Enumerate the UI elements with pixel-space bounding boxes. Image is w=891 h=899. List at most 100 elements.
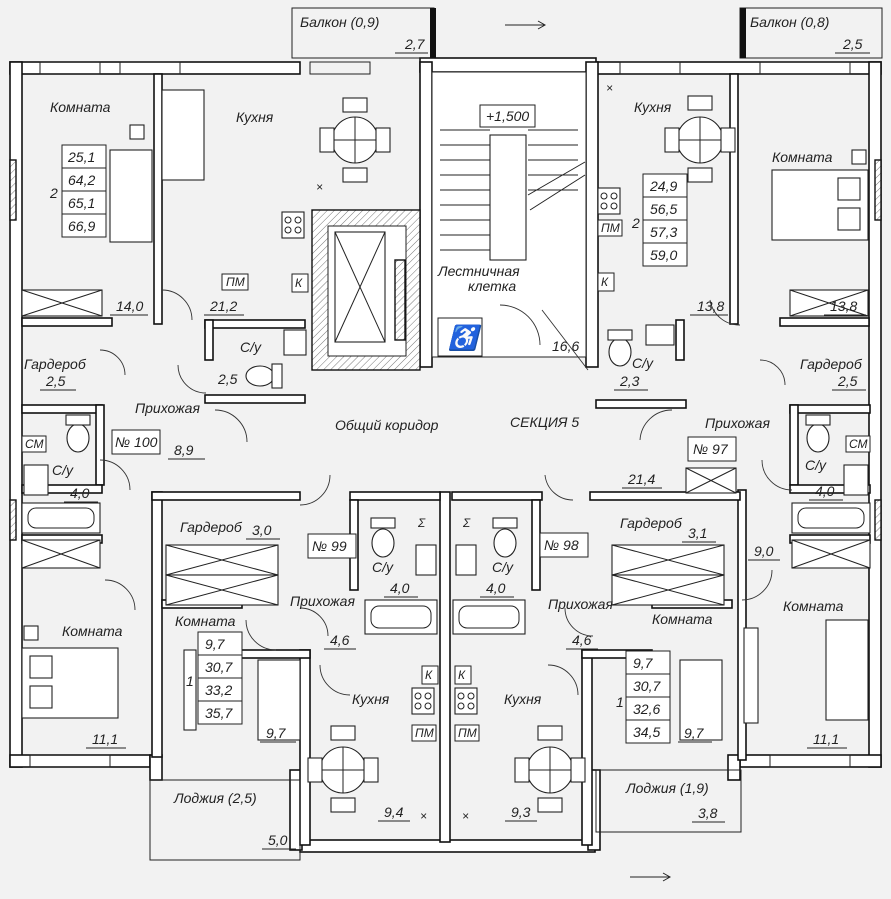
balcony-left-area: 2,7 bbox=[404, 36, 426, 52]
a100-room-bottom-area: 11,1 bbox=[92, 731, 118, 747]
a98-total-3: 32,6 bbox=[633, 701, 660, 717]
a98-wardrobe-label: Гардероб bbox=[620, 515, 683, 531]
a100-total-2: 64,2 bbox=[68, 172, 95, 188]
furniture bbox=[21, 89, 871, 813]
k-label: К bbox=[601, 275, 609, 289]
a98-kitchen-label: Кухня bbox=[504, 691, 542, 707]
a97-bath-area: 4,0 bbox=[815, 483, 835, 499]
sigma-mark: Σ bbox=[417, 516, 426, 530]
a100-hall-area: 8,9 bbox=[174, 442, 194, 458]
a99-room-area: 9,7 bbox=[266, 725, 287, 741]
k-label: К bbox=[425, 668, 433, 682]
balcony-right-label: Балкон (0,8) bbox=[750, 14, 829, 30]
loggia-left: Лоджия (2,5) 5,0 bbox=[149, 779, 301, 861]
a100-wc-area: 2,5 bbox=[217, 371, 238, 387]
a99-kitchen-label: Кухня bbox=[352, 691, 390, 707]
a98-wc-label: С/у bbox=[492, 559, 514, 575]
a98-total-4: 34,5 bbox=[633, 724, 660, 740]
a98-room-area: 9,7 bbox=[684, 725, 705, 741]
a97-wc-area: 2,3 bbox=[619, 373, 640, 389]
stair-label-line1: Лестничная bbox=[437, 263, 520, 279]
apartment-100: Комната 2 25,1 64,2 65,1 66,9 14,0 Кухня… bbox=[24, 99, 274, 749]
staircase: +1,500 Лестничная клетка ♿ 16,6 bbox=[431, 71, 589, 371]
a99-number: № 99 bbox=[312, 538, 347, 554]
a97-room-bottom-area: 11,1 bbox=[813, 731, 839, 747]
a97-bath-label: С/у bbox=[805, 457, 827, 473]
apartment-98: Гардероб 3,1 № 98 С/у 4,0 Прихожая 4,6 К… bbox=[480, 515, 716, 822]
x-mark: × bbox=[606, 81, 613, 95]
a99-kitchen-area: 9,4 bbox=[384, 804, 404, 820]
a98-hall-area: 4,6 bbox=[572, 632, 592, 648]
a97-room-bottom-label: Комната bbox=[783, 598, 844, 614]
balcony-left: Балкон (0,9) 2,7 bbox=[291, 7, 547, 59]
x-mark: × bbox=[462, 809, 469, 823]
a97-total-4: 59,0 bbox=[650, 247, 677, 263]
a97-number: № 97 bbox=[693, 441, 729, 457]
a100-wc-label: С/у bbox=[240, 339, 262, 355]
corridor-label: Общий коридор bbox=[335, 417, 439, 433]
a97-total-2: 56,5 bbox=[650, 201, 677, 217]
a98-rooms: 1 bbox=[616, 694, 624, 710]
a98-wc-area: 4,0 bbox=[486, 580, 506, 596]
a97-kitchen-area: 13,8 bbox=[697, 298, 724, 314]
section-label: СЕКЦИЯ 5 bbox=[510, 414, 579, 430]
a100-total-3: 65,1 bbox=[68, 195, 95, 211]
a100-bath-area: 4,0 bbox=[70, 485, 90, 501]
a97-hall-area: 21,4 bbox=[627, 471, 655, 487]
loggia-left-area: 5,0 bbox=[268, 832, 288, 848]
pm-label: ПМ bbox=[415, 726, 434, 740]
common-corridor: Общий коридор СЕКЦИЯ 5 bbox=[335, 414, 579, 433]
a100-room-bottom-label: Комната bbox=[62, 623, 123, 639]
stair-label-line2: клетка bbox=[468, 278, 516, 294]
a98-room-label: Комната bbox=[652, 611, 713, 627]
x-mark: × bbox=[420, 809, 427, 823]
a98-number: № 98 bbox=[544, 537, 579, 553]
loggia-left-label: Лоджия (2,5) bbox=[173, 790, 257, 806]
balcony-right: Балкон (0,8) 2,5 bbox=[739, 7, 883, 59]
a100-wardrobe-label: Гардероб bbox=[24, 356, 87, 372]
loggia-right-area: 3,8 bbox=[698, 805, 718, 821]
a100-wardrobe-area: 2,5 bbox=[45, 373, 66, 389]
pm-label: ПМ bbox=[458, 726, 477, 740]
a97-rooms: 2 bbox=[631, 215, 640, 231]
a98-hall-label: Прихожая bbox=[548, 596, 613, 612]
pm-label: ПМ bbox=[226, 275, 245, 289]
a97-wc-label: С/у bbox=[632, 355, 654, 371]
a99-wc-area: 4,0 bbox=[390, 580, 410, 596]
a97-hall-label: Прихожая bbox=[705, 415, 770, 431]
balcony-right-area: 2,5 bbox=[842, 36, 863, 52]
x-mark: × bbox=[316, 180, 323, 194]
k-label: К bbox=[295, 276, 303, 290]
loggia-right-label: Лоджия (1,9) bbox=[625, 780, 709, 796]
a99-hall-label: Прихожая bbox=[290, 593, 355, 609]
balcony-left-label: Балкон (0,9) bbox=[300, 14, 379, 30]
a100-room-top-label: Комната bbox=[50, 99, 111, 115]
a98-total-1: 9,7 bbox=[633, 655, 654, 671]
a99-total-1: 9,7 bbox=[205, 636, 226, 652]
a97-kitchen-label: Кухня bbox=[634, 99, 672, 115]
a99-wardrobe-label: Гардероб bbox=[180, 519, 243, 535]
stair-elevation: +1,500 bbox=[486, 108, 529, 124]
sm-label: СМ bbox=[25, 437, 44, 451]
a100-room-top-area: 14,0 bbox=[116, 298, 143, 314]
a97-total-3: 57,3 bbox=[650, 224, 677, 240]
a98-wardrobe-area: 3,1 bbox=[688, 525, 707, 541]
a98-kitchen-area: 9,3 bbox=[511, 804, 531, 820]
a99-wardrobe-area: 3,0 bbox=[252, 522, 272, 538]
a99-rooms: 1 bbox=[186, 673, 194, 689]
a100-total-1: 25,1 bbox=[67, 149, 95, 165]
loggia-right: Лоджия (1,9) 3,8 bbox=[595, 769, 742, 882]
pm-label: ПМ bbox=[601, 221, 620, 235]
apartment-99: Гардероб 3,0 № 99 С/у 4,0 Прихожая 4,6 К… bbox=[175, 519, 418, 822]
a100-kitchen-label: Кухня bbox=[236, 109, 274, 125]
a100-number: № 100 bbox=[115, 434, 158, 450]
elevator bbox=[334, 231, 406, 343]
apartment-97: Кухня 2 24,9 56,5 57,3 59,0 13,8 Комната… bbox=[614, 99, 866, 749]
sigma-mark: Σ bbox=[462, 516, 471, 530]
a97-hall2-area: 9,0 bbox=[754, 543, 774, 559]
wheelchair-icon: ♿ bbox=[448, 324, 482, 352]
a100-kitchen-area: 21,2 bbox=[209, 298, 237, 314]
a100-bath-label: С/у bbox=[52, 462, 74, 478]
a100-rooms: 2 bbox=[49, 185, 58, 201]
